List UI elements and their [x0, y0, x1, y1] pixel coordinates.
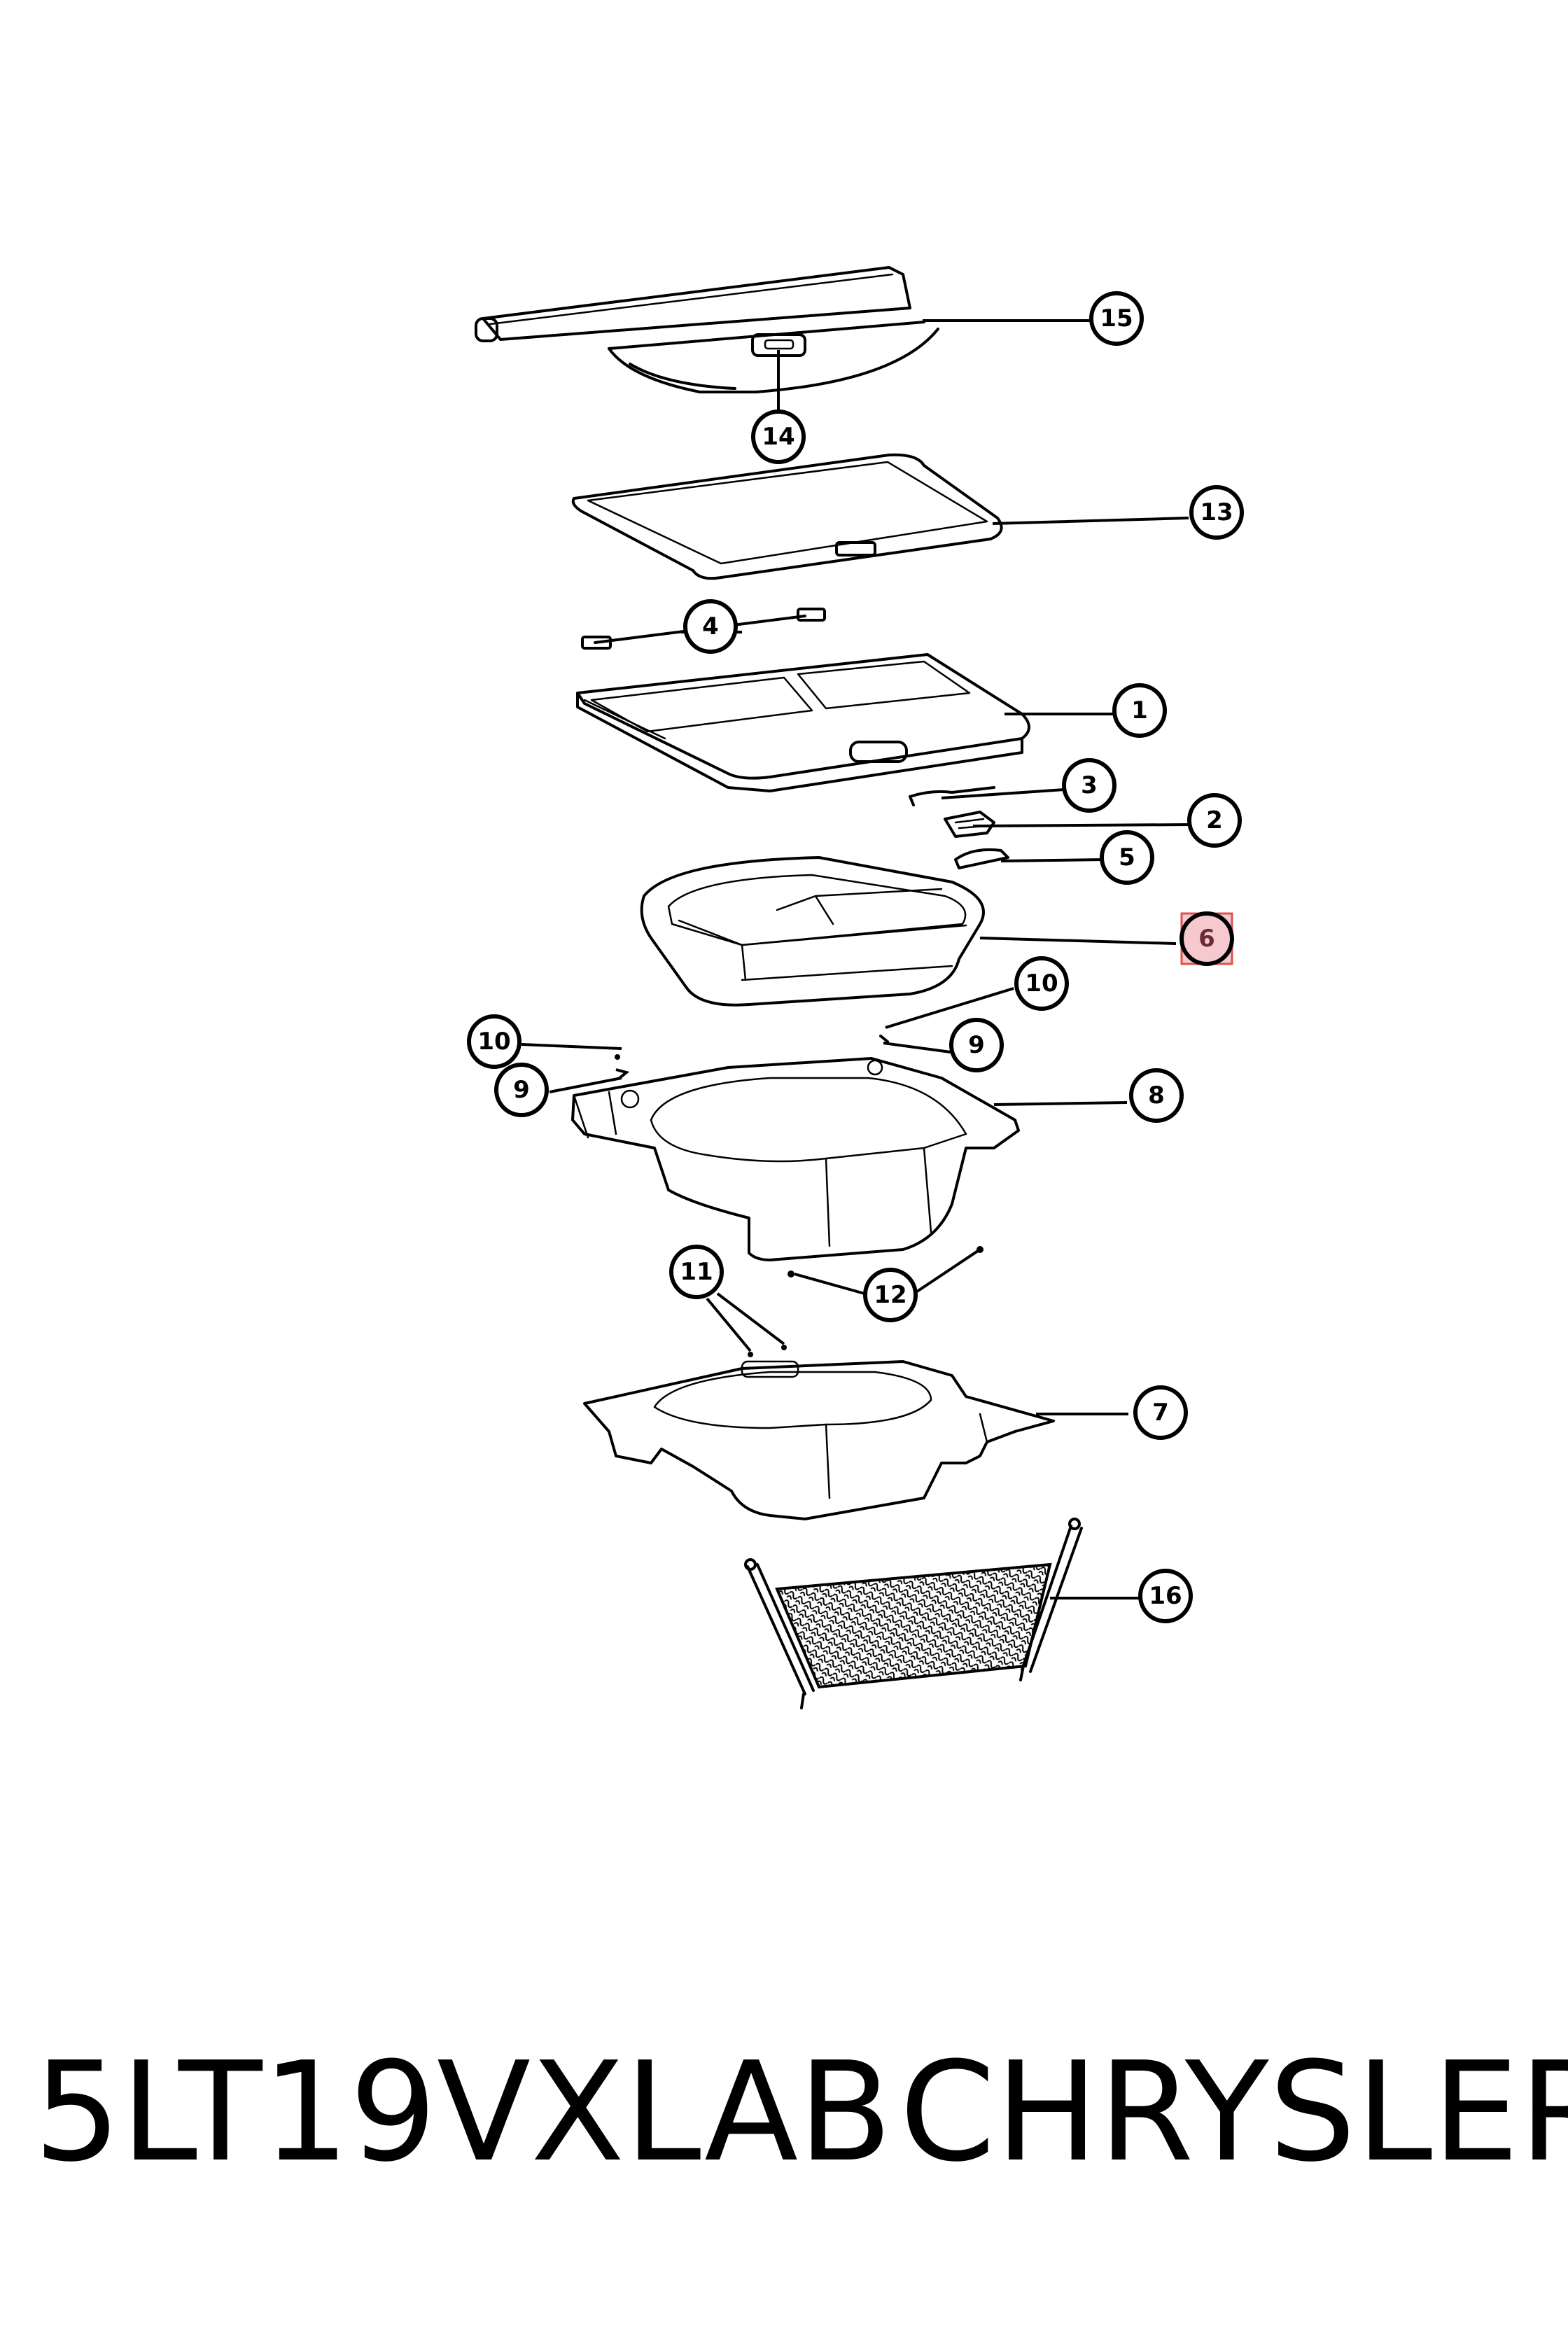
- svg-text:7: 7: [1152, 1399, 1169, 1427]
- callout-9-right[interactable]: 9: [949, 1018, 1004, 1072]
- callout-14[interactable]: 14: [751, 410, 806, 464]
- svg-text:15: 15: [1100, 304, 1133, 332]
- callout-10-right[interactable]: 10: [1014, 956, 1069, 1011]
- svg-text:12: 12: [874, 1281, 906, 1309]
- callout-15[interactable]: 15: [1089, 291, 1144, 346]
- callout-16[interactable]: 16: [1138, 1569, 1193, 1623]
- part-2-latch: [944, 811, 995, 838]
- callout-9-left[interactable]: 9: [494, 1063, 549, 1117]
- brand-label: CHRYSLER: [899, 2033, 1568, 2192]
- callout-13[interactable]: 13: [1189, 485, 1244, 540]
- callout-3[interactable]: 3: [1062, 758, 1116, 813]
- leader-lines: [521, 319, 1191, 1600]
- part-7-cargo-floor-pan: [583, 1360, 1055, 1520]
- svg-text:14: 14: [762, 423, 794, 451]
- part-8-tire-well-insert: [571, 1057, 1020, 1261]
- svg-text:4: 4: [702, 612, 719, 640]
- svg-text:2: 2: [1206, 806, 1223, 834]
- callout-10-left[interactable]: 10: [467, 1014, 522, 1069]
- callout-6-highlighted[interactable]: 6: [1180, 911, 1234, 966]
- svg-text:11: 11: [680, 1258, 713, 1286]
- svg-text:6: 6: [1198, 925, 1215, 953]
- svg-text:1: 1: [1131, 696, 1148, 724]
- callout-5[interactable]: 5: [1100, 830, 1154, 885]
- part-3-clip: [909, 786, 995, 806]
- callout-7[interactable]: 7: [1133, 1385, 1188, 1440]
- callout-4[interactable]: 4: [683, 599, 738, 654]
- fasteners: [615, 1035, 983, 1357]
- svg-text:13: 13: [1200, 498, 1233, 526]
- svg-text:10: 10: [477, 1028, 510, 1056]
- svg-text:9: 9: [968, 1031, 985, 1059]
- part-15-cargo-cover: [475, 266, 939, 393]
- part-6-storage-bin: [640, 856, 985, 1007]
- callout-8[interactable]: 8: [1129, 1068, 1184, 1123]
- callout-1[interactable]: 1: [1112, 683, 1167, 738]
- svg-text:3: 3: [1081, 771, 1098, 799]
- part-16-cargo-net: [744, 1518, 1083, 1709]
- svg-text:5: 5: [1119, 844, 1135, 872]
- callout-11[interactable]: 12: [863, 1268, 918, 1322]
- part-1-load-floor-assembly: [576, 653, 1030, 792]
- part-13-load-floor: [571, 453, 1003, 580]
- svg-text:16: 16: [1149, 1582, 1182, 1610]
- part-code-label: 5LT19VXLAB: [34, 2033, 892, 2192]
- callout-2[interactable]: 2: [1187, 793, 1242, 848]
- svg-text:9: 9: [513, 1076, 530, 1104]
- part-5-handle: [954, 848, 1009, 869]
- svg-text:8: 8: [1148, 1082, 1165, 1110]
- callout-12[interactable]: 11: [669, 1245, 724, 1299]
- svg-text:10: 10: [1025, 969, 1058, 997]
